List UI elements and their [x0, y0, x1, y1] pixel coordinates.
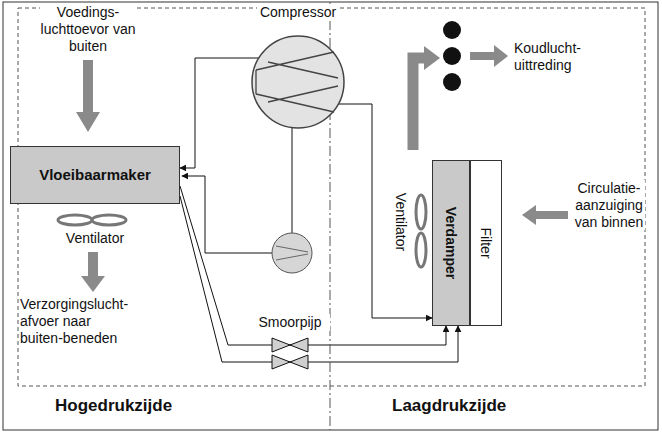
fan-label: Ventilator: [393, 193, 410, 251]
side-label: Laagdrukzijde: [392, 396, 506, 416]
throttle-valve: [272, 338, 308, 369]
aux-line: [182, 176, 272, 253]
aux-compressor-detail: [276, 246, 308, 260]
refrigerant-line: [180, 186, 446, 345]
fan-label: Ventilator: [55, 230, 135, 247]
cold-air-arrow: [413, 58, 426, 150]
cold-air-label: Koudlucht- uittreding: [514, 40, 598, 74]
node-label: Filter: [478, 227, 495, 258]
condenser-box: Vloeibaarmaker: [10, 146, 180, 204]
node-label: Verdamper: [443, 207, 460, 279]
node-label: Vloeibaarmaker: [39, 166, 151, 184]
compressor-symbol: [236, 4, 360, 132]
outer-frame: [3, 2, 658, 430]
refrigerant-line: [180, 58, 259, 168]
evaporator-fan: [416, 195, 426, 267]
condenser-fan: [58, 215, 126, 225]
evaporator-box: Verdamper: [432, 160, 470, 326]
node-heading: Compressor: [257, 4, 339, 21]
aux-line: [292, 128, 293, 233]
outlet-dots: [443, 21, 461, 91]
filter-box: Filter: [470, 160, 502, 326]
side-label: Hogedrukzijde: [55, 396, 172, 416]
air-outlet-label: Verzorgingslucht- afvoer naar buiten-ben…: [20, 296, 136, 346]
air-inlet-label: Voedings- luchttoevor van buiten: [40, 4, 136, 54]
aux-compressor: [272, 233, 312, 273]
return-air-label: Circulatie- aanzuiging van binnen: [573, 180, 645, 230]
refrigerant-line: [180, 196, 458, 362]
compressor-node: Compressor: [236, 4, 360, 132]
cold-air-arrow-head: [424, 46, 440, 70]
throttle-label: Smoorpijp: [250, 314, 330, 331]
